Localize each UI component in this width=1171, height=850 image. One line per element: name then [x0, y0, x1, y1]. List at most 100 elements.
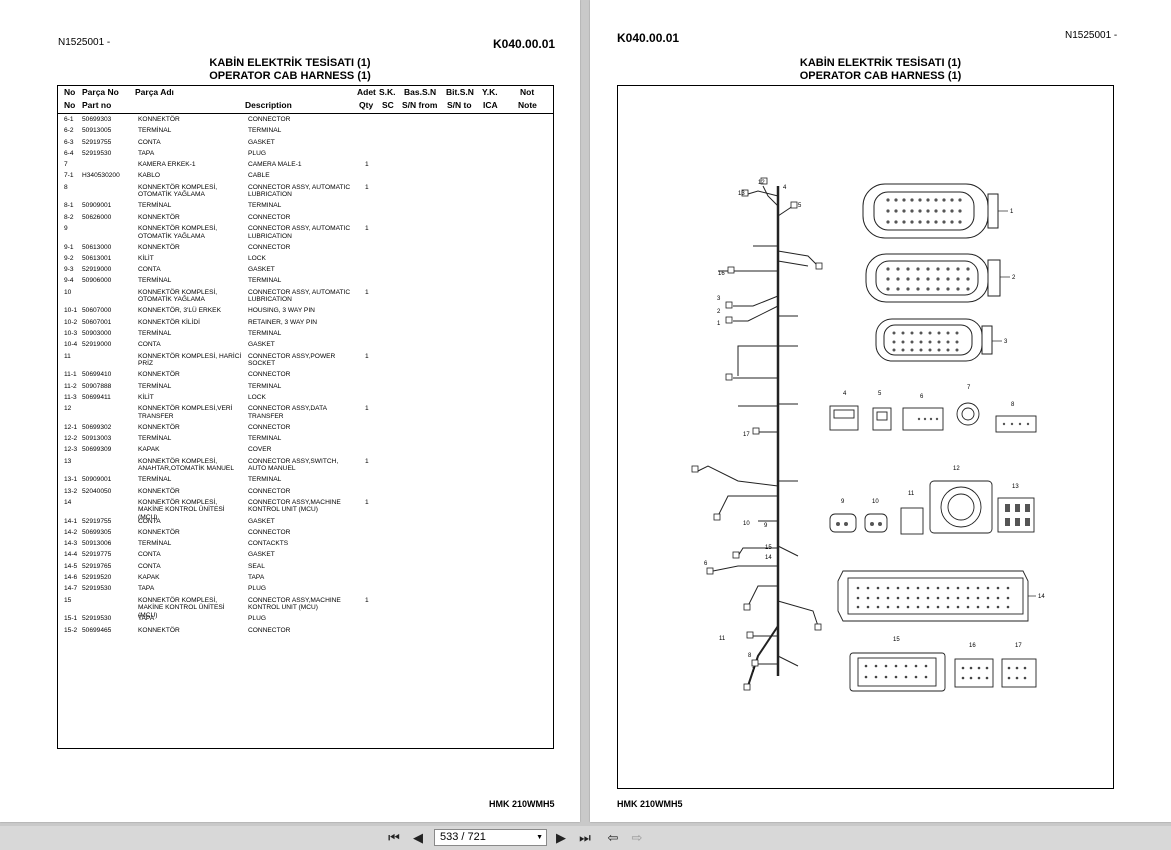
svg-text:4: 4: [783, 185, 787, 191]
row-description: GASKET: [248, 266, 275, 274]
row-description: COVER: [248, 446, 272, 454]
header-sn-from-en: S/N from: [402, 100, 438, 110]
row-description: CONNECTOR ASSY, AUTOMATIC LUBRICATION: [248, 224, 351, 240]
header-description: Description: [245, 100, 292, 110]
row-description: TERMINAL: [248, 476, 282, 484]
row-name-tr: KONNEKTÖR, 3'LÜ ERKEK: [138, 307, 221, 315]
first-page-icon[interactable]: ⏮: [388, 830, 400, 845]
row-name-tr: KİLİT: [138, 254, 154, 262]
title-turkish: KABİN ELEKTRİK TESİSATI (1): [209, 57, 371, 69]
row-part-no: 50626000: [82, 213, 112, 221]
row-part-no: 52919755: [82, 138, 112, 146]
row-no: 11-1: [64, 371, 77, 379]
go-forward-icon[interactable]: ⇨: [631, 830, 643, 845]
header-qty-en: Qty: [359, 100, 374, 110]
page-indicator: 533 / 721: [440, 831, 486, 843]
row-part-no: 52040050: [82, 487, 112, 495]
row-description: CAMERA MALE-1: [248, 161, 302, 169]
row-description: CONNECTOR: [248, 371, 291, 379]
row-description: TERMINAL: [248, 382, 282, 390]
row-name-tr: KABLO: [138, 172, 160, 180]
svg-text:1: 1: [1010, 209, 1014, 215]
row-no: 9-4: [64, 277, 74, 285]
row-name-tr: KONNEKTÖR KOMPLESİ, ANAHTAR,OTOMATİK MAN…: [138, 457, 234, 473]
row-name-tr: KONNEKTÖR: [138, 116, 180, 123]
row-name-tr: TAPA: [138, 149, 155, 157]
row-description: CONNECTOR ASSY,POWER SOCKET: [248, 352, 336, 368]
go-back-icon[interactable]: ⇦: [607, 830, 619, 845]
svg-text:4: 4: [843, 391, 847, 397]
row-name-tr: KONNEKTÖR KOMPLESİ, OTOMATİK YAĞLAMA: [138, 183, 218, 199]
row-no: 7-1: [64, 172, 74, 180]
model-footer-right: HMK 210WMH5: [617, 799, 683, 809]
page-code: K040.00.01: [493, 37, 556, 51]
row-no: 11-3: [64, 393, 77, 401]
row-description: TERMINAL: [248, 435, 282, 443]
parts-table-header: No Parça No Parça Adı Adet S.K. Bas.S.N …: [58, 86, 553, 114]
row-qty: 1: [365, 224, 369, 232]
svg-text:16: 16: [718, 271, 725, 277]
next-page-icon[interactable]: ▶: [556, 830, 566, 845]
header-sn-to-en: S/N to: [447, 100, 472, 110]
svg-text:7: 7: [752, 668, 756, 674]
svg-text:15: 15: [765, 545, 772, 551]
row-description: CABLE: [248, 172, 270, 180]
row-no: 15: [64, 596, 72, 604]
svg-text:17: 17: [1015, 643, 1022, 649]
row-name-tr: KONNEKTÖR KOMPLESİ, OTOMATİK YAĞLAMA: [138, 288, 218, 304]
row-name-tr: KONNEKTÖR KİLİDİ: [138, 318, 200, 326]
title-english: OPERATOR CAB HARNESS (1): [209, 70, 371, 82]
parts-table: No Parça No Parça Adı Adet S.K. Bas.S.N …: [57, 85, 554, 749]
right-page: K040.00.01 N1525001 - KABİN ELEKTRİK TES…: [590, 0, 1171, 822]
row-description: RETAINER, 3 WAY PIN: [248, 318, 318, 326]
svg-text:2: 2: [717, 309, 721, 315]
row-no: 15-1: [64, 615, 78, 623]
row-part-no: 50913006: [82, 540, 112, 548]
row-description: TAPA: [248, 573, 265, 581]
row-part-no: 50699303: [82, 116, 112, 123]
row-name-tr: TERMİNAL: [138, 382, 172, 390]
svg-text:3: 3: [717, 296, 721, 302]
row-name-tr: CONTA: [138, 517, 161, 525]
previous-page-icon[interactable]: ◀: [413, 830, 423, 845]
header-sn-from: Bas.S.N: [404, 87, 437, 97]
page-number-field[interactable]: 533 / 721 ▼: [434, 829, 547, 846]
row-qty: 1: [365, 457, 369, 465]
svg-text:17: 17: [743, 432, 750, 438]
row-name-tr: CONTA: [138, 138, 161, 146]
row-no: 10: [64, 288, 72, 296]
row-name-tr: KONNEKTÖR KOMPLESİ, HARİCİ PRİZ: [138, 352, 242, 368]
row-no: 10-4: [64, 341, 78, 349]
row-no: 10-2: [64, 318, 78, 326]
row-name-tr: KONNEKTÖR: [138, 371, 180, 379]
row-description: TERMINAL: [248, 277, 282, 285]
row-name-tr: KAPAK: [138, 573, 160, 581]
last-page-icon[interactable]: ⏭: [579, 830, 591, 845]
header-no: No: [64, 87, 76, 97]
header-sn-to: Bit.S.N: [446, 87, 474, 97]
row-name-tr: KONNEKTÖR KOMPLESİ, MAKİNE KONTROL ÜNİTE…: [138, 596, 225, 619]
svg-text:8: 8: [1011, 402, 1015, 408]
page-dropdown-icon[interactable]: ▼: [536, 834, 543, 841]
row-description: PLUG: [248, 585, 266, 593]
